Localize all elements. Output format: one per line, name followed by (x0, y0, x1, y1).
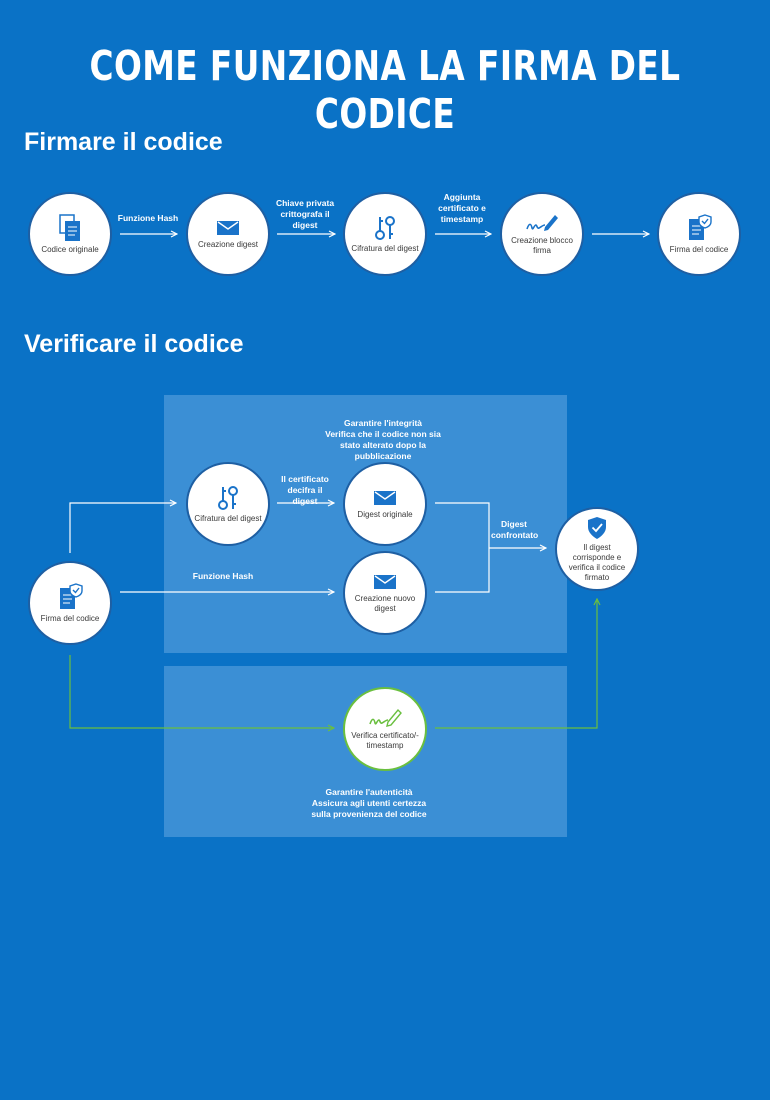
node-signed-code: Firma del codice (659, 194, 739, 274)
node-label: Creazione nuovo digest (354, 593, 416, 613)
sign-arrow-label-2: Chiave privata crittografa il digest (275, 198, 335, 230)
shield-check-icon (588, 516, 606, 539)
node-label: Creazione digest (197, 239, 259, 249)
envelope-icon (374, 574, 396, 589)
signature-pen-icon (369, 708, 402, 727)
node-encrypt-digest: Cifratura del digest (345, 194, 425, 274)
verify-arrow-up (69, 503, 176, 553)
node-original-digest: Digest originale (345, 464, 425, 544)
node-verify-start: Firma del codice (30, 563, 110, 643)
node-verify-decrypt: Cifratura del digest (188, 464, 268, 544)
node-label: Cifratura del digest (351, 243, 419, 253)
node-signature-block: Creazione blocco firma (502, 194, 582, 274)
node-result: Il digest corrisponde e verifica il codi… (557, 509, 637, 589)
envelope-icon (217, 220, 239, 235)
node-cert-check: Verifica certificato/-timestamp (345, 689, 425, 769)
node-label: Cifratura del digest (194, 513, 262, 523)
auth-arrow-left (69, 655, 334, 728)
signed-document-icon (689, 213, 712, 240)
verify-section-heading: Verificare il codice (24, 330, 244, 358)
documents-icon (59, 213, 80, 241)
signed-document-icon (60, 582, 83, 609)
node-label: Verifica certificato/-timestamp (351, 730, 419, 750)
node-create-digest: Creazione digest (188, 194, 268, 274)
integrity-desc: Verifica che il codice non sia stato alt… (325, 429, 441, 461)
keys-icon (218, 485, 238, 510)
node-label: Il digest corrisponde e verifica il codi… (568, 542, 626, 582)
node-label: Creazione blocco firma (511, 235, 573, 255)
node-label: Firma del codice (40, 613, 100, 623)
arrow-label-cert-decrypts: Il certificato decifra il digest (281, 474, 329, 506)
verify-merge-top (435, 502, 490, 593)
arrow-label-hash: Funzione Hash (192, 571, 254, 581)
node-new-digest: Creazione nuovo digest (345, 553, 425, 633)
arrow-label-compared: Digest confrontato (491, 519, 539, 540)
authenticity-title: Garantire l'autenticità (325, 787, 413, 797)
sign-arrow-label-3: Aggiunta certificato e timestamp (438, 192, 486, 224)
node-label: Firma del codice (669, 244, 729, 254)
envelope-icon (374, 490, 396, 505)
signature-pen-icon (526, 214, 558, 231)
sign-section-heading: Firmare il codice (24, 128, 223, 156)
node-label: Digest originale (357, 509, 413, 519)
node-label: Codice originale (41, 244, 99, 254)
auth-arrow-right (435, 599, 597, 729)
keys-icon (375, 215, 395, 240)
node-original-code: Codice originale (30, 194, 110, 274)
sign-arrow-label-1: Funzione Hash (117, 213, 179, 223)
authenticity-desc: Assicura agli utenti certezza sulla prov… (311, 798, 427, 819)
page-title: COME FUNZIONA LA FIRMA DEL CODICE (89, 42, 681, 138)
integrity-title: Garantire l'integrità (343, 418, 423, 428)
